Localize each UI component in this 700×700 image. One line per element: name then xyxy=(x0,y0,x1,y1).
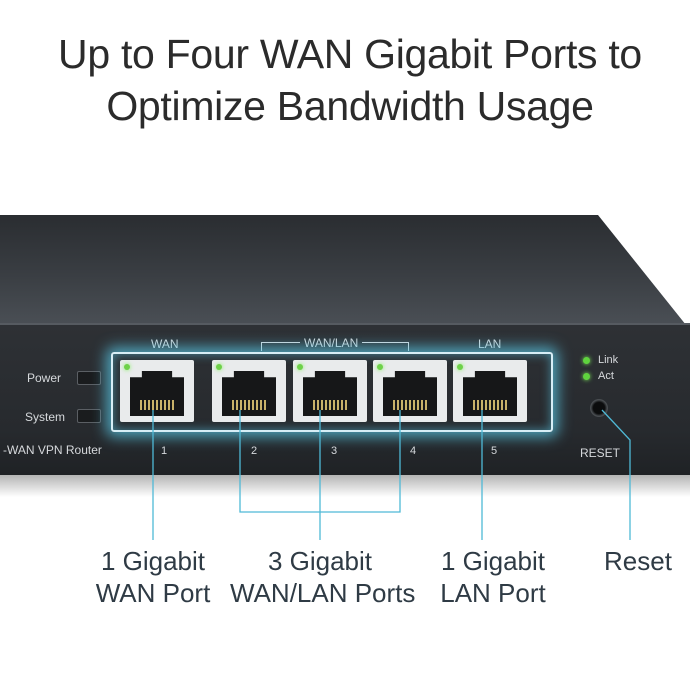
link-label: Link xyxy=(598,354,619,366)
callout-reset-line-1: Reset xyxy=(604,546,672,576)
callout-lan-port: 1 Gigabit LAN Port xyxy=(418,545,568,609)
ethernet-port-2-icon xyxy=(212,360,286,422)
callout-lan-line-2: LAN Port xyxy=(440,578,546,608)
headline: Up to Four WAN Gigabit Ports to Optimize… xyxy=(0,28,700,132)
wan-group-label: WAN xyxy=(151,337,179,351)
ethernet-port-1-icon xyxy=(120,360,194,422)
router-top-surface xyxy=(0,215,686,325)
port-number-4: 4 xyxy=(410,445,417,457)
callout-line-reset xyxy=(601,409,631,540)
callout-wan-line-2: WAN Port xyxy=(95,578,211,608)
system-label: System xyxy=(25,410,66,424)
callout-wan-line-1: 1 Gigabit xyxy=(100,546,206,576)
callout-lan-line-1: 1 Gigabit xyxy=(440,546,546,576)
callout-wan-lan-ports: 3 Gigabit WAN/LAN Ports xyxy=(230,545,416,609)
system-led-icon xyxy=(77,409,101,423)
lan-group-label: LAN xyxy=(478,337,502,351)
port-number-3: 3 xyxy=(331,445,338,457)
act-label: Act xyxy=(598,370,614,382)
port-number-2: 2 xyxy=(251,445,258,457)
ethernet-port-3-icon xyxy=(293,360,367,422)
port-number-5: 5 xyxy=(491,445,498,457)
port-highlight-frame xyxy=(111,352,553,432)
power-label: Power xyxy=(27,371,62,385)
callout-wan-lan-line-1: 3 Gigabit xyxy=(267,546,373,576)
reset-label: RESET xyxy=(580,446,621,460)
headline-line-1: Up to Four WAN Gigabit Ports to xyxy=(58,31,642,77)
ethernet-port-4-icon xyxy=(373,360,447,422)
wan-lan-group-label: WAN/LAN xyxy=(300,336,363,350)
headline-line-2: Optimize Bandwidth Usage xyxy=(106,83,594,129)
link-led-icon xyxy=(583,357,590,364)
port-number-1: 1 xyxy=(161,445,168,457)
callout-reset: Reset xyxy=(588,545,688,577)
device-model-label: -WAN VPN Router xyxy=(3,443,102,457)
callout-wan-lan-line-2: WAN/LAN Ports xyxy=(230,578,416,608)
power-led-icon xyxy=(77,371,101,385)
ethernet-port-5-icon xyxy=(453,360,527,422)
callout-wan-port: 1 Gigabit WAN Port xyxy=(78,545,228,609)
act-led-icon xyxy=(583,373,590,380)
